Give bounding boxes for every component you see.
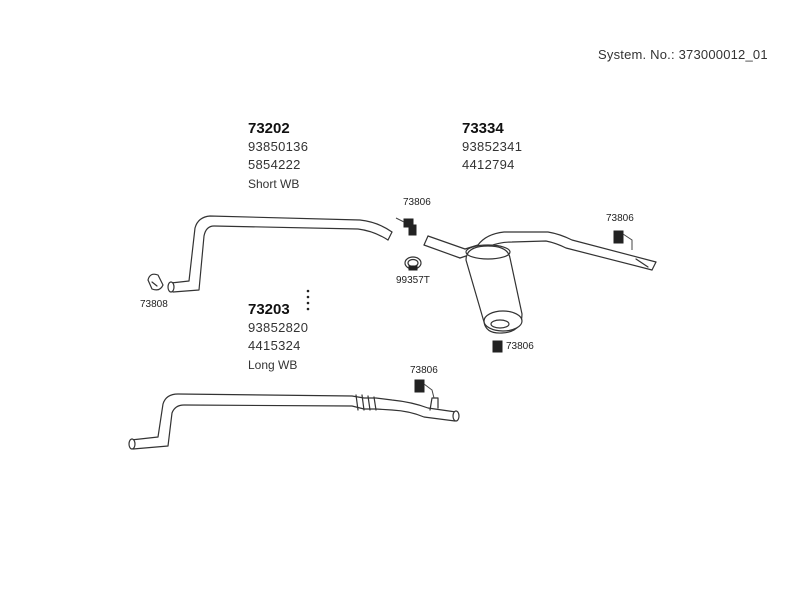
hanger-long-stud (423, 383, 435, 399)
ref-front-long-2: 4415324 (248, 338, 301, 353)
ref-rear-silencer-2: 4412794 (462, 157, 515, 172)
clamp-99357T-inner (407, 258, 419, 268)
note-front-long: Long WB (248, 358, 298, 372)
callout-hanger-silencer: 73806 (506, 341, 534, 352)
ref-front-short-1: 93850136 (248, 139, 309, 154)
clamp-73808-bolt (151, 281, 158, 287)
callout-hanger-middle: 73806 (403, 197, 431, 208)
leader-dots (306, 289, 310, 311)
silencer-bottom-end (483, 310, 523, 332)
hanger-middle-block-lower (408, 224, 417, 236)
flex-joint-line-3 (367, 395, 371, 411)
clamp-73808-body (147, 273, 164, 291)
front-pipe-short-inlet (167, 281, 175, 293)
silencer-inlet-lower (459, 255, 467, 259)
front-pipe-long-bracket (429, 397, 439, 411)
intermediate-tube-upper (427, 235, 466, 250)
tailpipe-upper-edge (477, 231, 657, 263)
leader-dot-3 (306, 301, 310, 305)
front-pipe-long-lower-edge (132, 404, 456, 450)
flex-joint-line-4 (373, 396, 377, 411)
silencer-outlet (490, 319, 510, 329)
ref-rear-silencer-1: 93852341 (462, 139, 523, 154)
intermediate-tube-lower (423, 244, 461, 259)
tailpipe-end (651, 261, 657, 271)
front-pipe-short-lower-edge (172, 225, 389, 293)
intermediate-tube (423, 235, 466, 259)
rear-silencer-73334 (459, 231, 657, 334)
leader-dot-4 (306, 307, 310, 311)
hanger-rear-stud (622, 233, 633, 250)
part-number-front-short: 73202 (248, 120, 290, 137)
callout-clamp-99357T: 99357T (396, 275, 430, 286)
front-pipe-long-wb (128, 393, 460, 450)
front-pipe-long-outlet (452, 410, 460, 422)
clamp-99357T (404, 256, 422, 271)
callout-hanger-rear: 73806 (606, 213, 634, 224)
part-number-front-long: 73203 (248, 301, 290, 318)
front-pipe-long-inlet (128, 438, 136, 450)
hanger-73806-long (414, 379, 435, 399)
ref-front-short-2: 5854222 (248, 157, 301, 172)
hanger-73806-silencer (492, 340, 503, 353)
callout-clamp-73808: 73808 (140, 299, 168, 310)
tailpipe-inner-line (635, 258, 649, 268)
clamp-99357T-bolt (408, 265, 418, 271)
hanger-silencer-block (492, 340, 503, 353)
hanger-73806-rear (613, 230, 633, 250)
flex-joint-line-2 (361, 394, 365, 411)
leader-dot-2 (306, 295, 310, 299)
callout-hanger-long: 73806 (410, 365, 438, 376)
hanger-middle-stud (395, 217, 405, 223)
leader-dot-1 (306, 289, 310, 293)
tailpipe-lower-edge (489, 240, 653, 271)
front-pipe-short-upper-edge (170, 215, 393, 284)
intermediate-tube-end (423, 235, 429, 246)
hanger-rear-block (613, 230, 624, 244)
part-number-rear-silencer: 73334 (462, 120, 504, 137)
front-pipe-short-end (387, 231, 393, 241)
system-number: System. No.: 373000012_01 (598, 47, 768, 62)
hanger-73806-middle (395, 217, 417, 236)
front-pipe-long-upper-edge (130, 393, 457, 441)
front-pipe-short-wb (167, 215, 393, 293)
note-front-short: Short WB (248, 177, 300, 191)
clamp-73808 (147, 273, 164, 291)
silencer-top-end (465, 244, 511, 260)
flex-joint-line-1 (355, 394, 359, 411)
hanger-long-block (414, 379, 425, 393)
ref-front-long-1: 93852820 (248, 320, 309, 335)
